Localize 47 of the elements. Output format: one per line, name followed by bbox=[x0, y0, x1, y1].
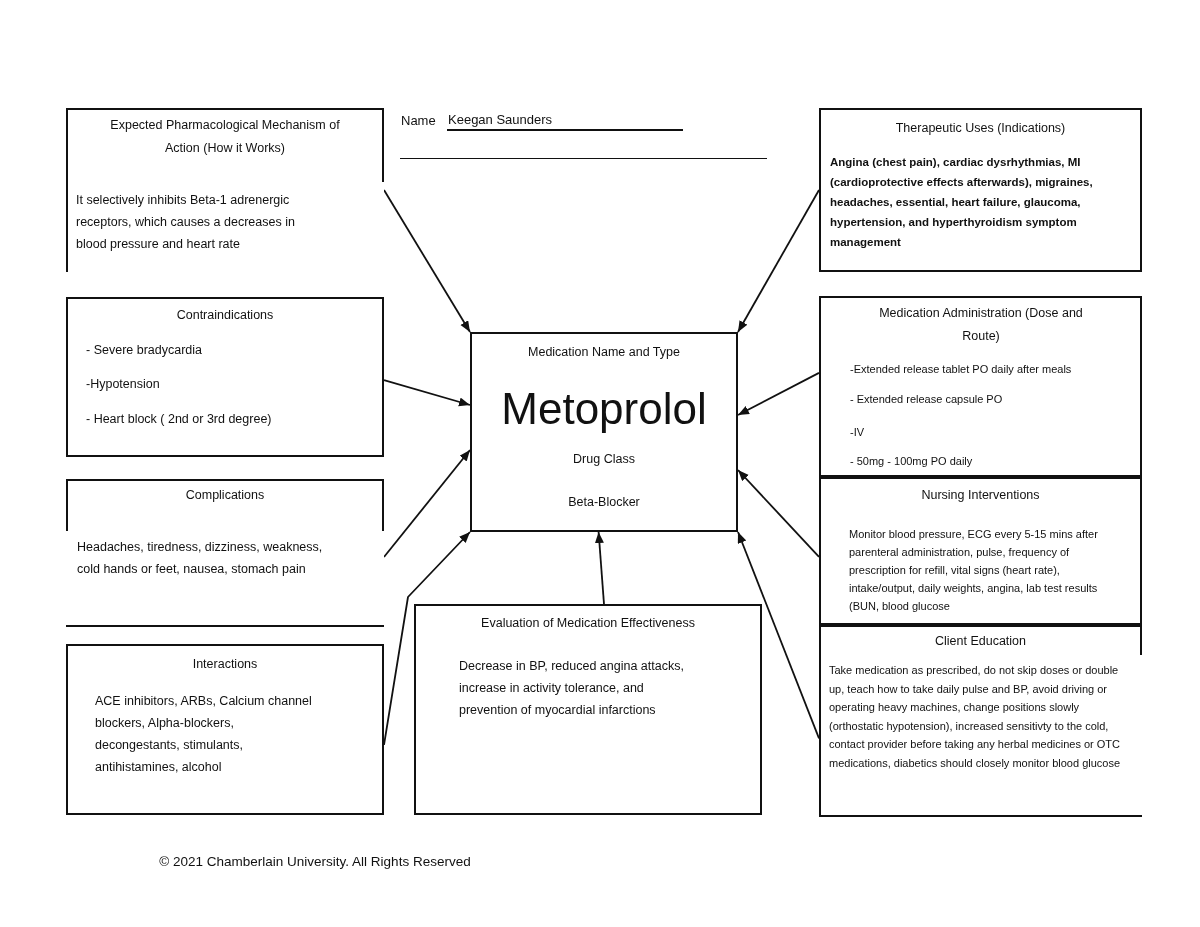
copyright-notice: © 2021 Chamberlain University. All Rights Reserved bbox=[158, 853, 472, 871]
arrow bbox=[737, 372, 820, 416]
arrow bbox=[383, 449, 471, 558]
center-box bbox=[470, 332, 738, 532]
section-box bbox=[819, 108, 1142, 272]
arrow bbox=[383, 189, 471, 333]
box-heading: Interactions bbox=[191, 656, 259, 673]
list-item: - 50mg - 100mg PO daily bbox=[850, 454, 974, 469]
box-heading: Medication Administration (Dose and Route) bbox=[878, 305, 1084, 345]
section-box bbox=[66, 644, 384, 815]
box-heading: Evaluation of Medication Effectiveness bbox=[480, 615, 696, 632]
list-item: - Heart block ( 2nd or 3rd degree) bbox=[86, 411, 273, 428]
box-heading: Client Education bbox=[934, 633, 1027, 650]
field-label: Name bbox=[401, 112, 436, 130]
box-heading: Therapeutic Uses (Indications) bbox=[894, 120, 1067, 137]
body-text: Headaches, tiredness, dizziness, weakness, cold hands or feet, nausea, stomach pain bbox=[77, 539, 324, 578]
arrow bbox=[737, 469, 820, 558]
section-box bbox=[66, 297, 384, 457]
arrow bbox=[737, 189, 820, 333]
list-item: -Extended release tablet PO daily after meals bbox=[850, 362, 1073, 377]
list-item: -Hypotension bbox=[86, 376, 161, 393]
list-item: - Severe bradycardia bbox=[86, 342, 204, 359]
box-heading: Drug Class bbox=[572, 451, 636, 468]
name-field: Keegan Saunders bbox=[447, 111, 683, 131]
drug-name: Metoprolol bbox=[500, 383, 708, 435]
body-text: It selectively inhibits Beta-1 adrenergic receptors, which causes a decreases in blood pressure and heart rate bbox=[76, 192, 296, 253]
box-heading: Nursing Interventions bbox=[920, 487, 1041, 504]
arrow bbox=[594, 531, 605, 605]
body-text: Decrease in BP, reduced angina attacks, increase in activity tolerance, and prevention of myocardial infarctions bbox=[459, 658, 685, 719]
body-text: Take medication as prescribed, do not skip doses or double up, teach how to take daily pulse and BP, avoid driving or operating heavy machines, change positions slowly (orthostatic hypotension), increased sensitivty to the cold, contact provider before taking any herbal medicines or OTC medications, diabetics should closely monitor blood glucose bbox=[829, 663, 1122, 771]
box-heading: Expected Pharmacological Mechanism of Action (How it Works) bbox=[109, 117, 341, 157]
box-heading: Contraindications bbox=[175, 307, 275, 324]
body-text: Beta-Blocker bbox=[567, 494, 641, 511]
arrow bbox=[737, 531, 820, 740]
section-box bbox=[414, 604, 762, 815]
section-box bbox=[819, 296, 1142, 477]
section-box bbox=[819, 625, 1142, 817]
body-text: Monitor blood pressure, ECG every 5-15 mins after parenteral administration, pulse, frequency of prescription for refill, vital signs (heart rate), intake/output, daily weights, angina, lab test results (BUN, blood glucose bbox=[849, 527, 1099, 614]
box-heading: Complications bbox=[184, 487, 266, 504]
body-text: ACE inhibitors, ARBs, Calcium channel blockers, Alpha-blockers, decongestants, stimulants, antihistamines, alcohol bbox=[95, 693, 313, 776]
section-box bbox=[819, 477, 1142, 625]
section-box bbox=[66, 108, 384, 272]
list-item: - Extended release capsule PO bbox=[850, 392, 1004, 407]
body-text: Angina (chest pain), cardiac dysrhythmias, MI (cardioprotective effects afterwards), migraines, headaches, essential, heart failure, glaucoma, hypertension, and hyperthyroidism symptom management bbox=[830, 155, 1094, 250]
list-item: -IV bbox=[850, 425, 866, 440]
arrow bbox=[383, 379, 471, 407]
box-heading: Medication Name and Type bbox=[527, 344, 681, 361]
